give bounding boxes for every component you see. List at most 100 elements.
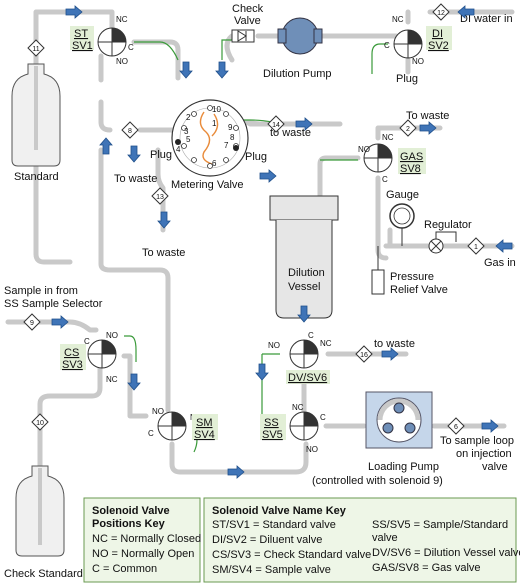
plug-label-sv2: Plug (396, 73, 418, 85)
svg-text:Solenoid Valve: Solenoid Valve (92, 505, 170, 517)
svg-text:C: C (84, 337, 90, 346)
valve-sv4[interactable]: NO NC C SM SV4 (148, 407, 218, 441)
key-positions: Solenoid Valve Positions Key NC = Normal… (83, 497, 201, 583)
svg-text:1: 1 (474, 244, 478, 251)
valve-sv1-code: SV1 (72, 40, 93, 52)
dilution-pump: Dilution Pump (263, 17, 331, 80)
svg-text:NC: NC (392, 15, 404, 24)
svg-text:Pressure: Pressure (390, 271, 434, 283)
svg-text:C: C (384, 41, 390, 50)
gas-gauge: Gauge (386, 189, 419, 246)
svg-text:Regulator: Regulator (424, 219, 472, 231)
waste-label-14: to waste (270, 127, 311, 139)
loading-pump: Loading Pump (controlled with solenoid 9… (312, 391, 443, 487)
svg-text:NO: NO (306, 445, 318, 454)
svg-text:6: 6 (212, 159, 217, 168)
svg-text:NO: NO (106, 331, 118, 340)
svg-text:Vessel: Vessel (288, 281, 320, 293)
check-standard-label: Check Standard (4, 568, 83, 580)
svg-text:10: 10 (212, 105, 221, 114)
svg-text:SV2: SV2 (428, 40, 449, 52)
svg-text:DV/SV6: DV/SV6 (288, 372, 327, 384)
svg-text:C: C (148, 429, 154, 438)
svg-text:(controlled with solenoid 9): (controlled with solenoid 9) (312, 475, 443, 487)
svg-text:DV/SV6 = Dilution Vessel valve: DV/SV6 = Dilution Vessel valve (372, 547, 520, 559)
svg-text:NO = Normally Open: NO = Normally Open (92, 548, 194, 560)
svg-text:11: 11 (32, 46, 39, 53)
green-lines (124, 39, 388, 453)
tube-tag: 13 (151, 187, 169, 205)
svg-text:Gauge: Gauge (386, 189, 419, 201)
svg-text:Valve: Valve (234, 15, 261, 27)
valve-sv6[interactable]: C NC NO DV/SV6 (268, 331, 332, 384)
metering-valve[interactable]: 1 2 3 4 5 6 7 8 9 10 Plug Plug Metering … (150, 99, 267, 191)
svg-text:13: 13 (156, 194, 164, 201)
svg-text:ST/SV1 = Standard valve: ST/SV1 = Standard valve (212, 519, 336, 531)
svg-text:CS/SV3 = Check Standard valve: CS/SV3 = Check Standard valve (212, 549, 371, 561)
sample-loop-label: To sample loop on injection valve (440, 435, 514, 473)
svg-text:valve: valve (482, 461, 508, 473)
valve-sv3[interactable]: NO C NC CS SV3 (60, 331, 118, 384)
svg-text:NO: NO (358, 145, 370, 154)
svg-text:GAS: GAS (400, 151, 423, 163)
svg-text:SS/SV5 = Sample/Standard: SS/SV5 = Sample/Standard (372, 519, 508, 531)
svg-text:8: 8 (230, 133, 235, 142)
svg-text:C: C (128, 43, 134, 52)
svg-text:NC: NC (320, 339, 332, 348)
svg-text:SS: SS (264, 417, 279, 429)
check-standard-bottle: Check Standard (4, 465, 83, 580)
di-water-in-label: DI water in (460, 13, 513, 25)
svg-text:SM: SM (196, 417, 213, 429)
svg-text:C = Common: C = Common (92, 563, 157, 575)
svg-text:SV5: SV5 (262, 429, 283, 441)
svg-text:Dilution Pump: Dilution Pump (263, 68, 331, 80)
svg-text:on injection: on injection (456, 448, 512, 460)
svg-text:6: 6 (454, 424, 458, 431)
svg-text:C: C (320, 413, 326, 422)
svg-text:Relief Valve: Relief Valve (390, 284, 448, 296)
svg-text:2: 2 (186, 113, 191, 122)
svg-text:SV3: SV3 (62, 359, 83, 371)
tubing (5, 9, 515, 483)
metering-valve-label: Metering Valve (171, 179, 244, 191)
svg-text:9: 9 (228, 123, 233, 132)
svg-text:14: 14 (272, 122, 280, 129)
plug-label-left: Plug (150, 149, 172, 161)
valve-sv2[interactable]: NC C NO DI SV2 Plug DI water in (384, 13, 513, 85)
tube-tag: 1 (467, 237, 485, 255)
svg-text:NC: NC (116, 15, 128, 24)
svg-text:NO: NO (268, 341, 280, 350)
svg-text:NC = Normally Closed: NC = Normally Closed (92, 533, 201, 545)
svg-text:NC: NC (106, 375, 118, 384)
pressure-relief-valve: Pressure Relief Valve (371, 246, 448, 296)
standard-bottle: Standard (11, 63, 61, 183)
tube-tag: 2 (399, 119, 417, 137)
tube-tag: 8 (121, 121, 139, 139)
valve-sv5[interactable]: NC C NO SS SV5 (260, 403, 326, 454)
waste-label-13: To waste (142, 247, 185, 259)
valve-sv8[interactable]: NC NO C GAS SV8 (358, 133, 426, 184)
waste-label-16: to waste (374, 338, 415, 350)
svg-text:SV4: SV4 (194, 429, 215, 441)
svg-text:NO: NO (152, 407, 164, 416)
svg-text:5: 5 (186, 135, 191, 144)
svg-text:C: C (308, 331, 314, 340)
sample-in-label-1: Sample in from (4, 285, 78, 297)
svg-text:Solenoid Valve Name Key: Solenoid Valve Name Key (212, 505, 347, 517)
svg-text:GAS/SV8 = Gas valve: GAS/SV8 = Gas valve (372, 562, 481, 574)
svg-text:10: 10 (36, 420, 44, 427)
valve-sv1[interactable]: NC C NO ST SV1 (70, 15, 134, 66)
svg-text:NC: NC (292, 403, 304, 412)
svg-text:NO: NO (116, 57, 128, 66)
svg-text:4: 4 (176, 145, 181, 154)
tube-tag: 10 (31, 413, 49, 431)
svg-text:DI: DI (432, 28, 443, 40)
svg-text:To sample loop: To sample loop (440, 435, 514, 447)
svg-text:NO: NO (412, 57, 424, 66)
valve-sv1-name: ST (74, 28, 88, 40)
tube-tag: 11 (27, 39, 45, 57)
svg-text:Dilution: Dilution (288, 267, 325, 279)
svg-text:Loading Pump: Loading Pump (368, 461, 439, 473)
gas-in-label: Gas in (484, 257, 516, 269)
